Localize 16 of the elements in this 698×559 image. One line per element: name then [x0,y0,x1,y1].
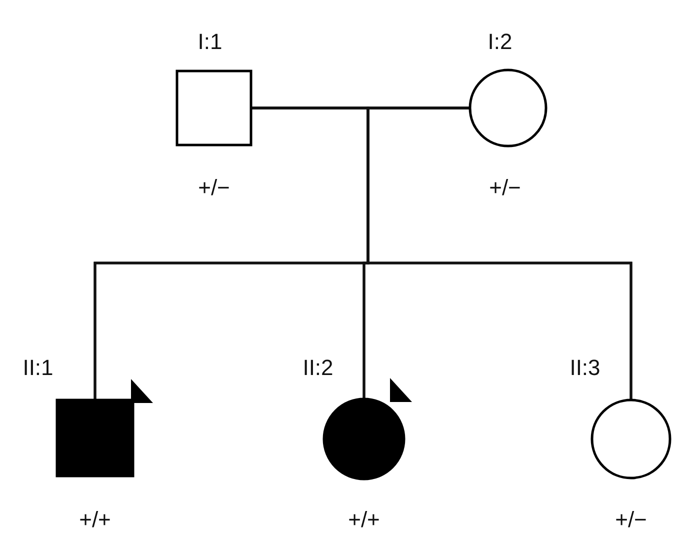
female-circle [468,68,548,148]
affected-female-circle [322,398,406,480]
individual-id: I:2 [488,31,512,53]
female-circle [590,398,672,480]
genotype-label: +/− [489,177,521,199]
individual-id: I:1 [198,31,222,53]
genotype-label: +/− [198,177,230,199]
genotype-label: +/− [615,509,647,531]
descent-line [366,106,632,400]
individual-id: II:1 [22,357,54,379]
individual-id: II:2 [302,357,334,379]
genotype-label: +/+ [348,509,380,531]
genotype-label: +/+ [79,509,111,531]
individual-id: II:3 [570,357,600,379]
male-square [176,70,252,146]
affected-male-square [56,398,134,478]
